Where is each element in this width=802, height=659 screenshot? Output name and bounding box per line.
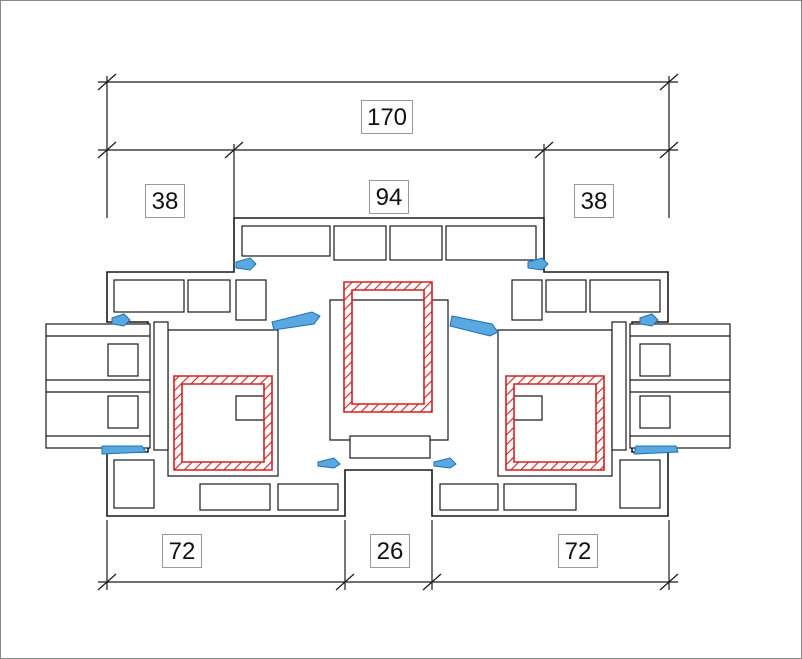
gaskets [101,257,679,469]
top-dimension-lines [97,73,679,218]
glazing-left [45,321,169,451]
bottom-dimension-lines [97,520,679,591]
profile-section [106,217,669,517]
left-steel [173,375,273,471]
dimension-overall-width: 170 [361,100,413,134]
right-steel [505,375,605,471]
dimension-left-sash: 72 [162,534,202,568]
center-steel [343,281,433,413]
dimension-center: 94 [369,180,409,214]
dimension-right-sash: 72 [558,534,598,568]
dimension-gap: 26 [370,534,410,568]
glazing-right [611,321,731,451]
dimension-left-frame: 38 [145,184,185,218]
dimension-right-frame: 38 [574,184,614,218]
